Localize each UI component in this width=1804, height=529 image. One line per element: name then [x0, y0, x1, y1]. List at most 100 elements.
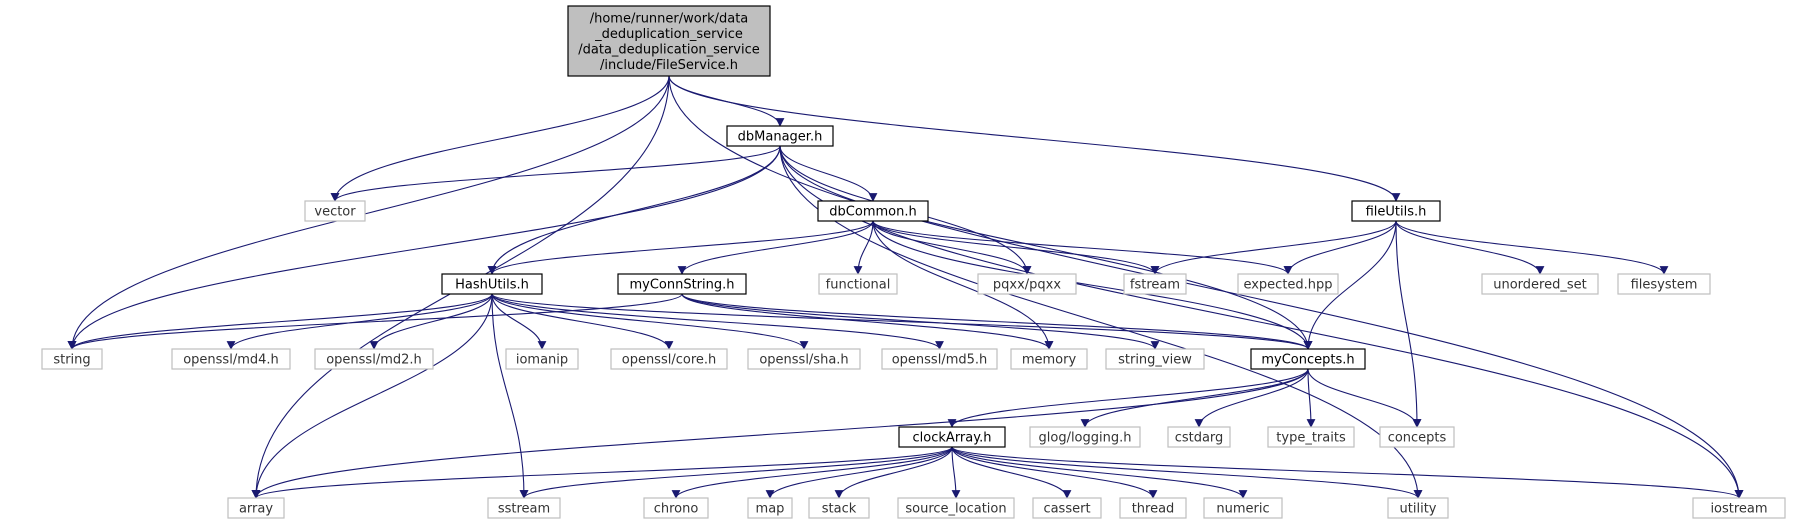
node-box	[1237, 273, 1339, 295]
node-label: array	[239, 502, 273, 517]
node-string_view[interactable]: string_view	[1105, 348, 1205, 370]
edge-myConnString-to-myConcepts	[681, 293, 1313, 350]
edge-arrow	[872, 220, 1160, 275]
node-label: /home/runner/work/data	[590, 11, 749, 26]
node-core[interactable]: openssl/core.h	[610, 348, 728, 370]
node-box	[1010, 348, 1088, 370]
node-clockArray[interactable]: clockArray.h	[898, 426, 1006, 448]
node-box	[1387, 497, 1449, 519]
node-fstream[interactable]: fstream	[1123, 273, 1187, 295]
node-iostream[interactable]: iostream	[1692, 497, 1786, 519]
node-glog[interactable]: glog/logging.h	[1029, 426, 1141, 448]
edge-HashUtils-to-string	[67, 293, 493, 350]
node-myConcepts[interactable]: myConcepts.h	[1250, 348, 1366, 370]
node-cassert[interactable]: cassert	[1032, 497, 1102, 519]
edge-arrow	[779, 145, 1313, 350]
node-box	[1267, 426, 1355, 448]
edge-arrow	[67, 75, 670, 350]
node-box	[747, 497, 793, 519]
edge-arrow	[491, 293, 547, 350]
node-numeric[interactable]: numeric	[1203, 497, 1283, 519]
edge-fileUtils-to-fstream	[1150, 220, 1397, 275]
node-label: iostream	[1710, 502, 1767, 517]
edge-myConcepts-to-clockArray	[947, 368, 1309, 428]
node-stack[interactable]: stack	[808, 497, 870, 519]
node-label: /data_deduplication_service	[578, 42, 759, 57]
node-fileUtils[interactable]: fileUtils.h	[1351, 200, 1441, 222]
node-filesystem[interactable]: filesystem	[1617, 273, 1711, 295]
node-label: concepts	[1388, 431, 1447, 446]
node-utility[interactable]: utility	[1387, 497, 1449, 519]
node-type_traits[interactable]: type_traits	[1267, 426, 1355, 448]
node-md4[interactable]: openssl/md4.h	[171, 348, 291, 370]
edge-arrow	[1150, 220, 1397, 275]
node-pqxx[interactable]: pqxx/pqxx	[977, 273, 1077, 295]
node-label: openssl/md2.h	[326, 353, 422, 368]
node-iomanip[interactable]: iomanip	[505, 348, 579, 370]
edge-arrow	[765, 446, 953, 499]
edge-arrow	[226, 293, 493, 350]
node-dbCommon[interactable]: dbCommon.h	[817, 200, 929, 222]
edge-clockArray-to-iostream	[951, 446, 1744, 499]
node-HashUtils[interactable]: HashUtils.h	[441, 273, 543, 295]
edge-arrow	[668, 75, 1401, 202]
node-map[interactable]: map	[747, 497, 793, 519]
node-md2[interactable]: openssl/md2.h	[314, 348, 434, 370]
edge-arrow	[1395, 220, 1669, 275]
node-label: myConcepts.h	[1261, 353, 1354, 368]
edge-myConcepts-to-array	[251, 368, 1309, 499]
edge-fileUtils-to-unordered_set	[1395, 220, 1545, 275]
node-source_location[interactable]: source_location	[897, 497, 1015, 519]
edge-arrow	[1307, 368, 1422, 428]
edge-arrow	[681, 293, 1313, 350]
edge-dbManager-to-HashUtils	[487, 145, 781, 275]
edge-fileUtils-to-expected	[1283, 220, 1397, 275]
node-box	[881, 348, 998, 370]
node-unordered_set[interactable]: unordered_set	[1481, 273, 1599, 295]
edge-myConnString-to-string_view	[681, 293, 1160, 350]
edge-arrow	[1080, 368, 1309, 428]
node-label: thread	[1132, 502, 1175, 517]
node-label: unordered_set	[1493, 278, 1586, 293]
node-label: string	[53, 353, 90, 368]
edge-HashUtils-to-sstream	[491, 293, 529, 499]
node-chrono[interactable]: chrono	[643, 497, 709, 519]
node-memory[interactable]: memory	[1010, 348, 1088, 370]
node-box	[818, 273, 898, 295]
node-box	[1029, 426, 1141, 448]
node-label: myConnString.h	[629, 278, 734, 293]
edge-root-to-fileUtils	[668, 75, 1401, 202]
edge-HashUtils-to-sha	[491, 293, 809, 350]
node-label: vector	[314, 205, 356, 220]
node-expected[interactable]: expected.hpp	[1237, 273, 1339, 295]
edge-clockArray-to-thread	[951, 446, 1158, 499]
edge-fileUtils-to-concepts	[1395, 220, 1422, 428]
node-string[interactable]: string	[41, 348, 103, 370]
node-label: numeric	[1216, 502, 1269, 517]
edge-arrow	[330, 75, 670, 202]
node-md5[interactable]: openssl/md5.h	[881, 348, 998, 370]
node-box	[1379, 426, 1455, 448]
node-sstream[interactable]: sstream	[487, 497, 561, 519]
node-cstdarg[interactable]: cstdarg	[1167, 426, 1231, 448]
node-vector[interactable]: vector	[304, 200, 366, 222]
node-dbManager[interactable]: dbManager.h	[726, 125, 834, 147]
node-thread[interactable]: thread	[1119, 497, 1187, 519]
node-label: openssl/core.h	[622, 353, 717, 368]
node-myConnString[interactable]: myConnString.h	[617, 273, 747, 295]
edge-arrow	[951, 446, 1248, 499]
edge-myConcepts-to-concepts	[1307, 368, 1422, 428]
node-root[interactable]: /home/runner/work/data_deduplication_ser…	[567, 5, 771, 77]
node-functional[interactable]: functional	[818, 273, 898, 295]
node-label: stack	[822, 502, 857, 517]
node-concepts[interactable]: concepts	[1379, 426, 1455, 448]
edge-clockArray-to-array	[251, 446, 953, 499]
node-array[interactable]: array	[227, 497, 285, 519]
node-label: HashUtils.h	[455, 278, 529, 293]
node-box	[567, 5, 771, 77]
node-sha[interactable]: openssl/sha.h	[747, 348, 861, 370]
edge-arrow	[834, 446, 953, 499]
edge-arrow	[951, 446, 1072, 499]
node-box	[304, 200, 366, 222]
